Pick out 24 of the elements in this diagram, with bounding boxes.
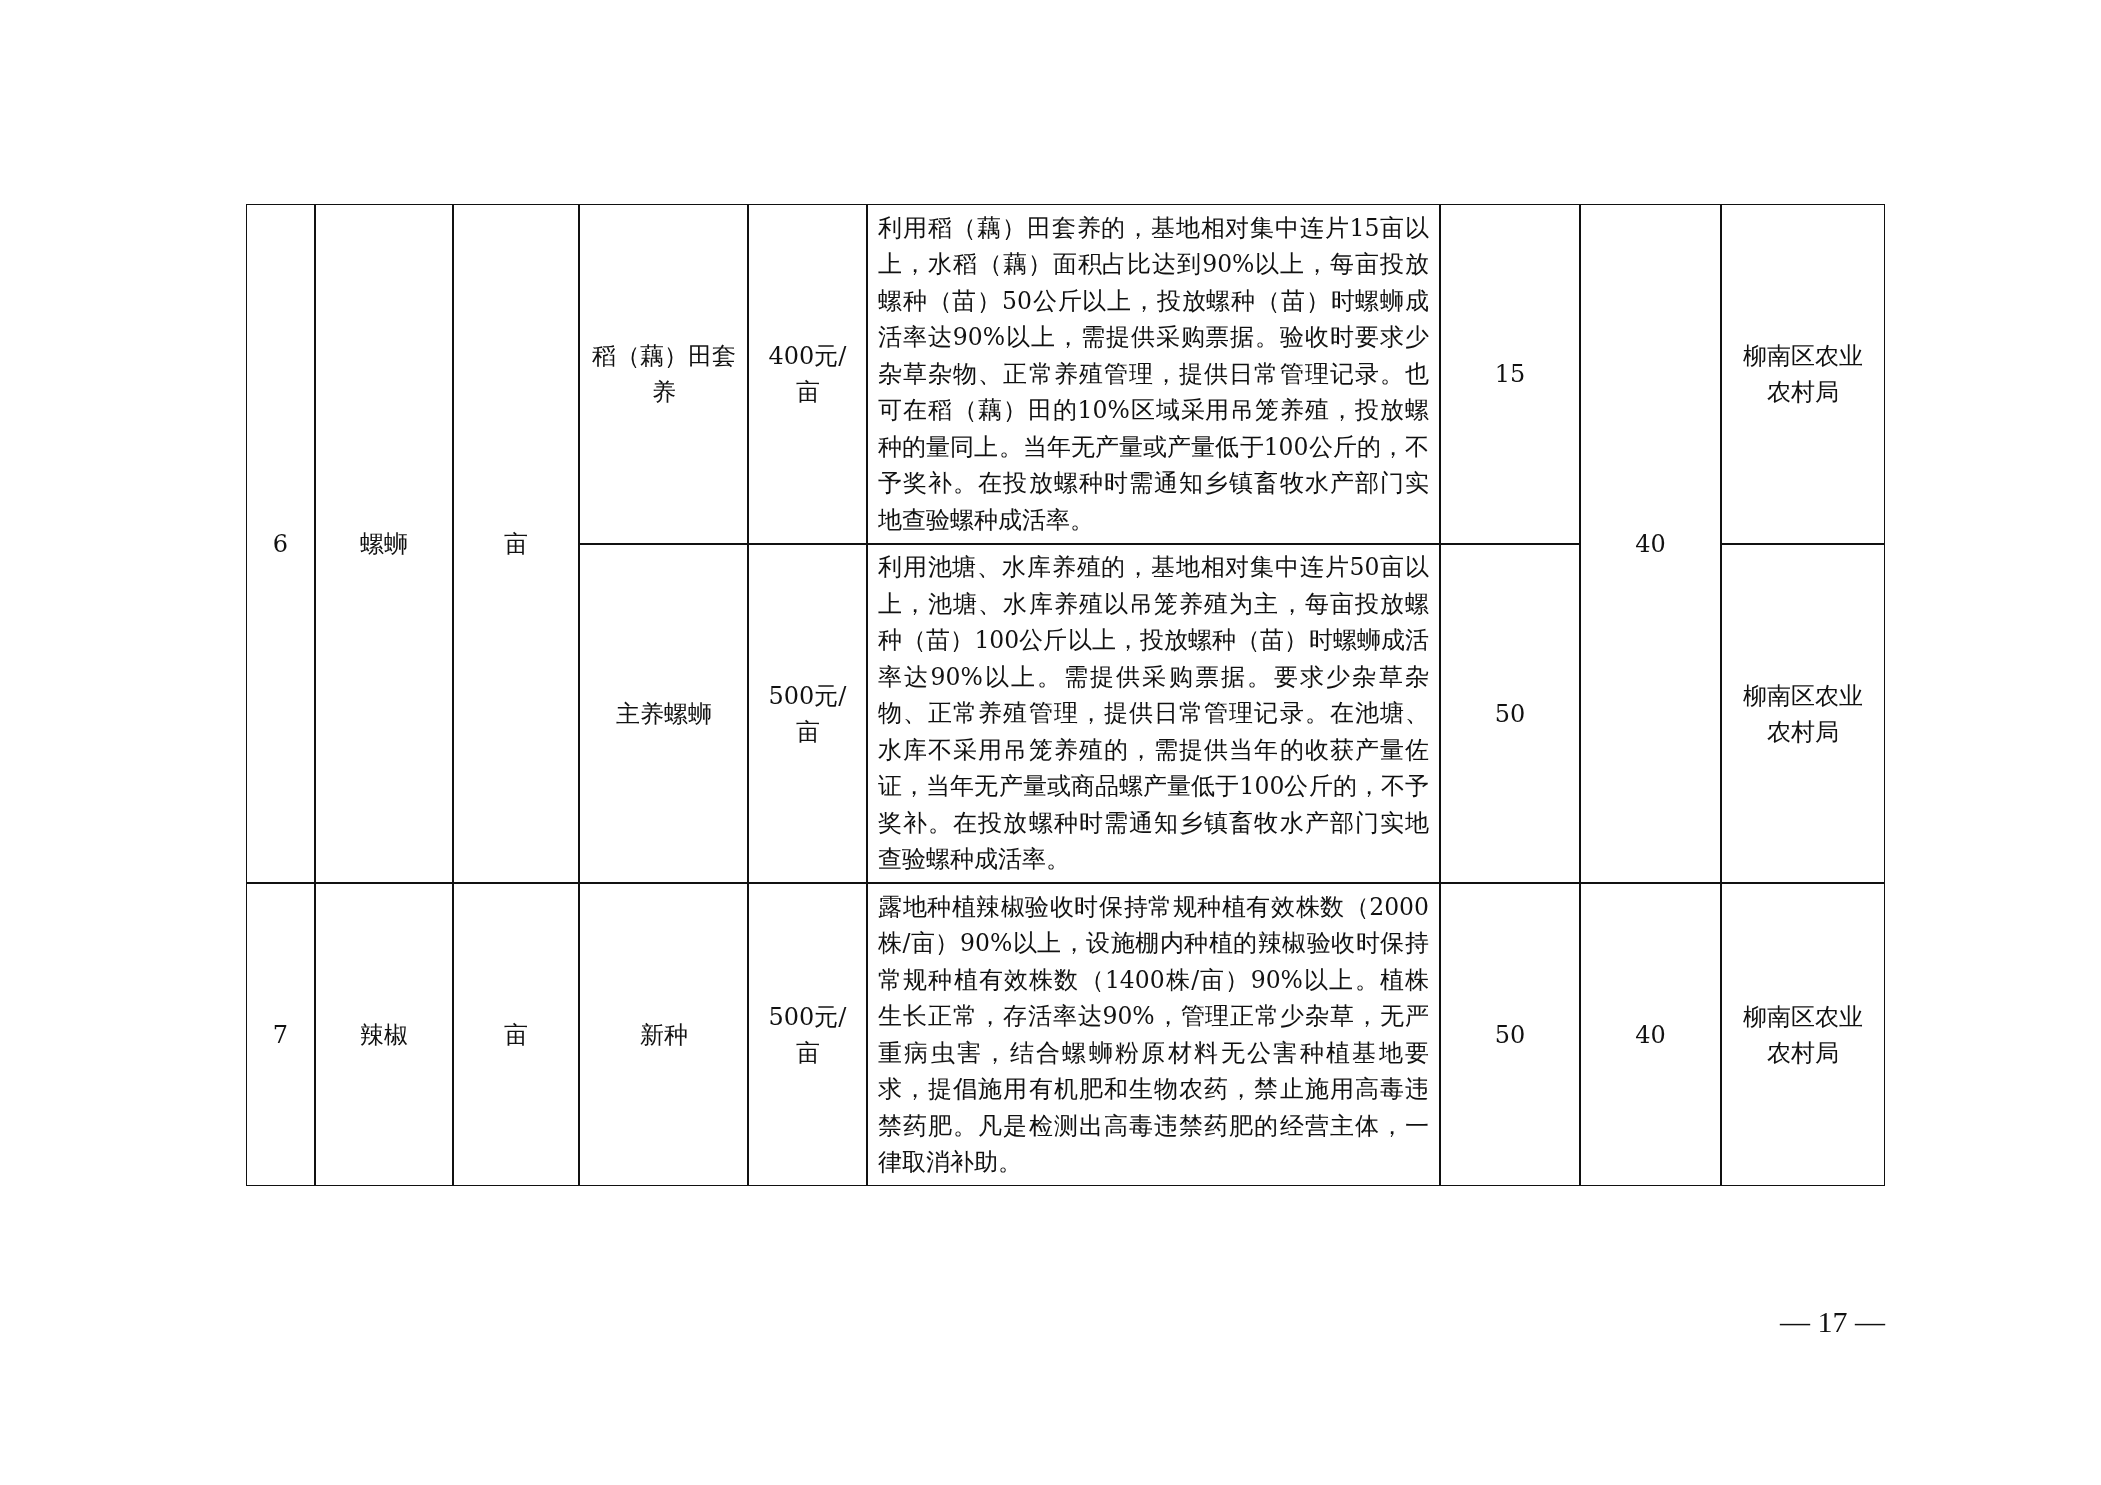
table-cell: 利用池塘、水库养殖的，基地相对集中连片50亩以上，池塘、水库养殖以吊笼养殖为主，每亩投放螺种（苗）100公斤以上，投放螺种（苗）时螺蛳成活率达90%以上。需提供采购票据。要求少杂草杂物、正常养殖管理，提供日常管理记录。在池塘、水库不采用吊笼养殖的，需提供当年的收获产量佐证，当年无产量或商品螺产量低于100公斤的，不予奖补。在投放螺种时需通知乡镇畜牧水产部门实地查验螺种成活率。 [867,544,1440,883]
table-cell: 柳南区农业农村局 [1721,544,1885,883]
table-cell: 亩 [453,204,579,883]
table-cell: 稻（藕）田套养 [579,204,748,544]
table-cell: 40 [1580,883,1721,1186]
table-cell: 柳南区农业农村局 [1721,204,1885,544]
table-cell: 50 [1440,544,1580,883]
table-cell: 6 [246,204,315,883]
table-cell: 50 [1440,883,1580,1186]
table-cell: 500元/亩 [748,544,867,883]
page-number: — 17 — [1780,1305,1885,1339]
table-cell: 辣椒 [315,883,453,1186]
table-cell: 40 [1580,204,1721,883]
table-cell: 主养螺蛳 [579,544,748,883]
table-cell: 7 [246,883,315,1186]
table-cell: 亩 [453,883,579,1186]
table-cell: 螺蛳 [315,204,453,883]
table-cell: 500元/亩 [748,883,867,1186]
table-cell: 柳南区农业农村局 [1721,883,1885,1186]
table-cell: 利用稻（藕）田套养的，基地相对集中连片15亩以上，水稻（藕）面积占比达到90%以上，每亩投放螺种（苗）50公斤以上，投放螺种（苗）时螺蛳成活率达90%以上，需提供采购票据。验收时要求少杂草杂物、正常养殖管理，提供日常管理记录。也可在稻（藕）田的10%区域采用吊笼养殖，投放螺种的量同上。当年无产量或产量低于100公斤的，不予奖补。在投放螺种时需通知乡镇畜牧水产部门实地查验螺种成活率。 [867,204,1440,544]
table-cell: 15 [1440,204,1580,544]
table-cell: 新种 [579,883,748,1186]
table-cell: 400元/亩 [748,204,867,544]
table-cell: 露地种植辣椒验收时保持常规种植有效株数（2000株/亩）90%以上，设施棚内种植的辣椒验收时保持常规种植有效株数（1400株/亩）90%以上。植株生长正常，存活率达90%，管理正常少杂草，无严重病虫害，结合螺蛳粉原材料无公害种植基地要求，提倡施用有机肥和生物农药，禁止施用高毒违禁药肥。凡是检测出高毒违禁药肥的经营主体，一律取消补助。 [867,883,1440,1186]
